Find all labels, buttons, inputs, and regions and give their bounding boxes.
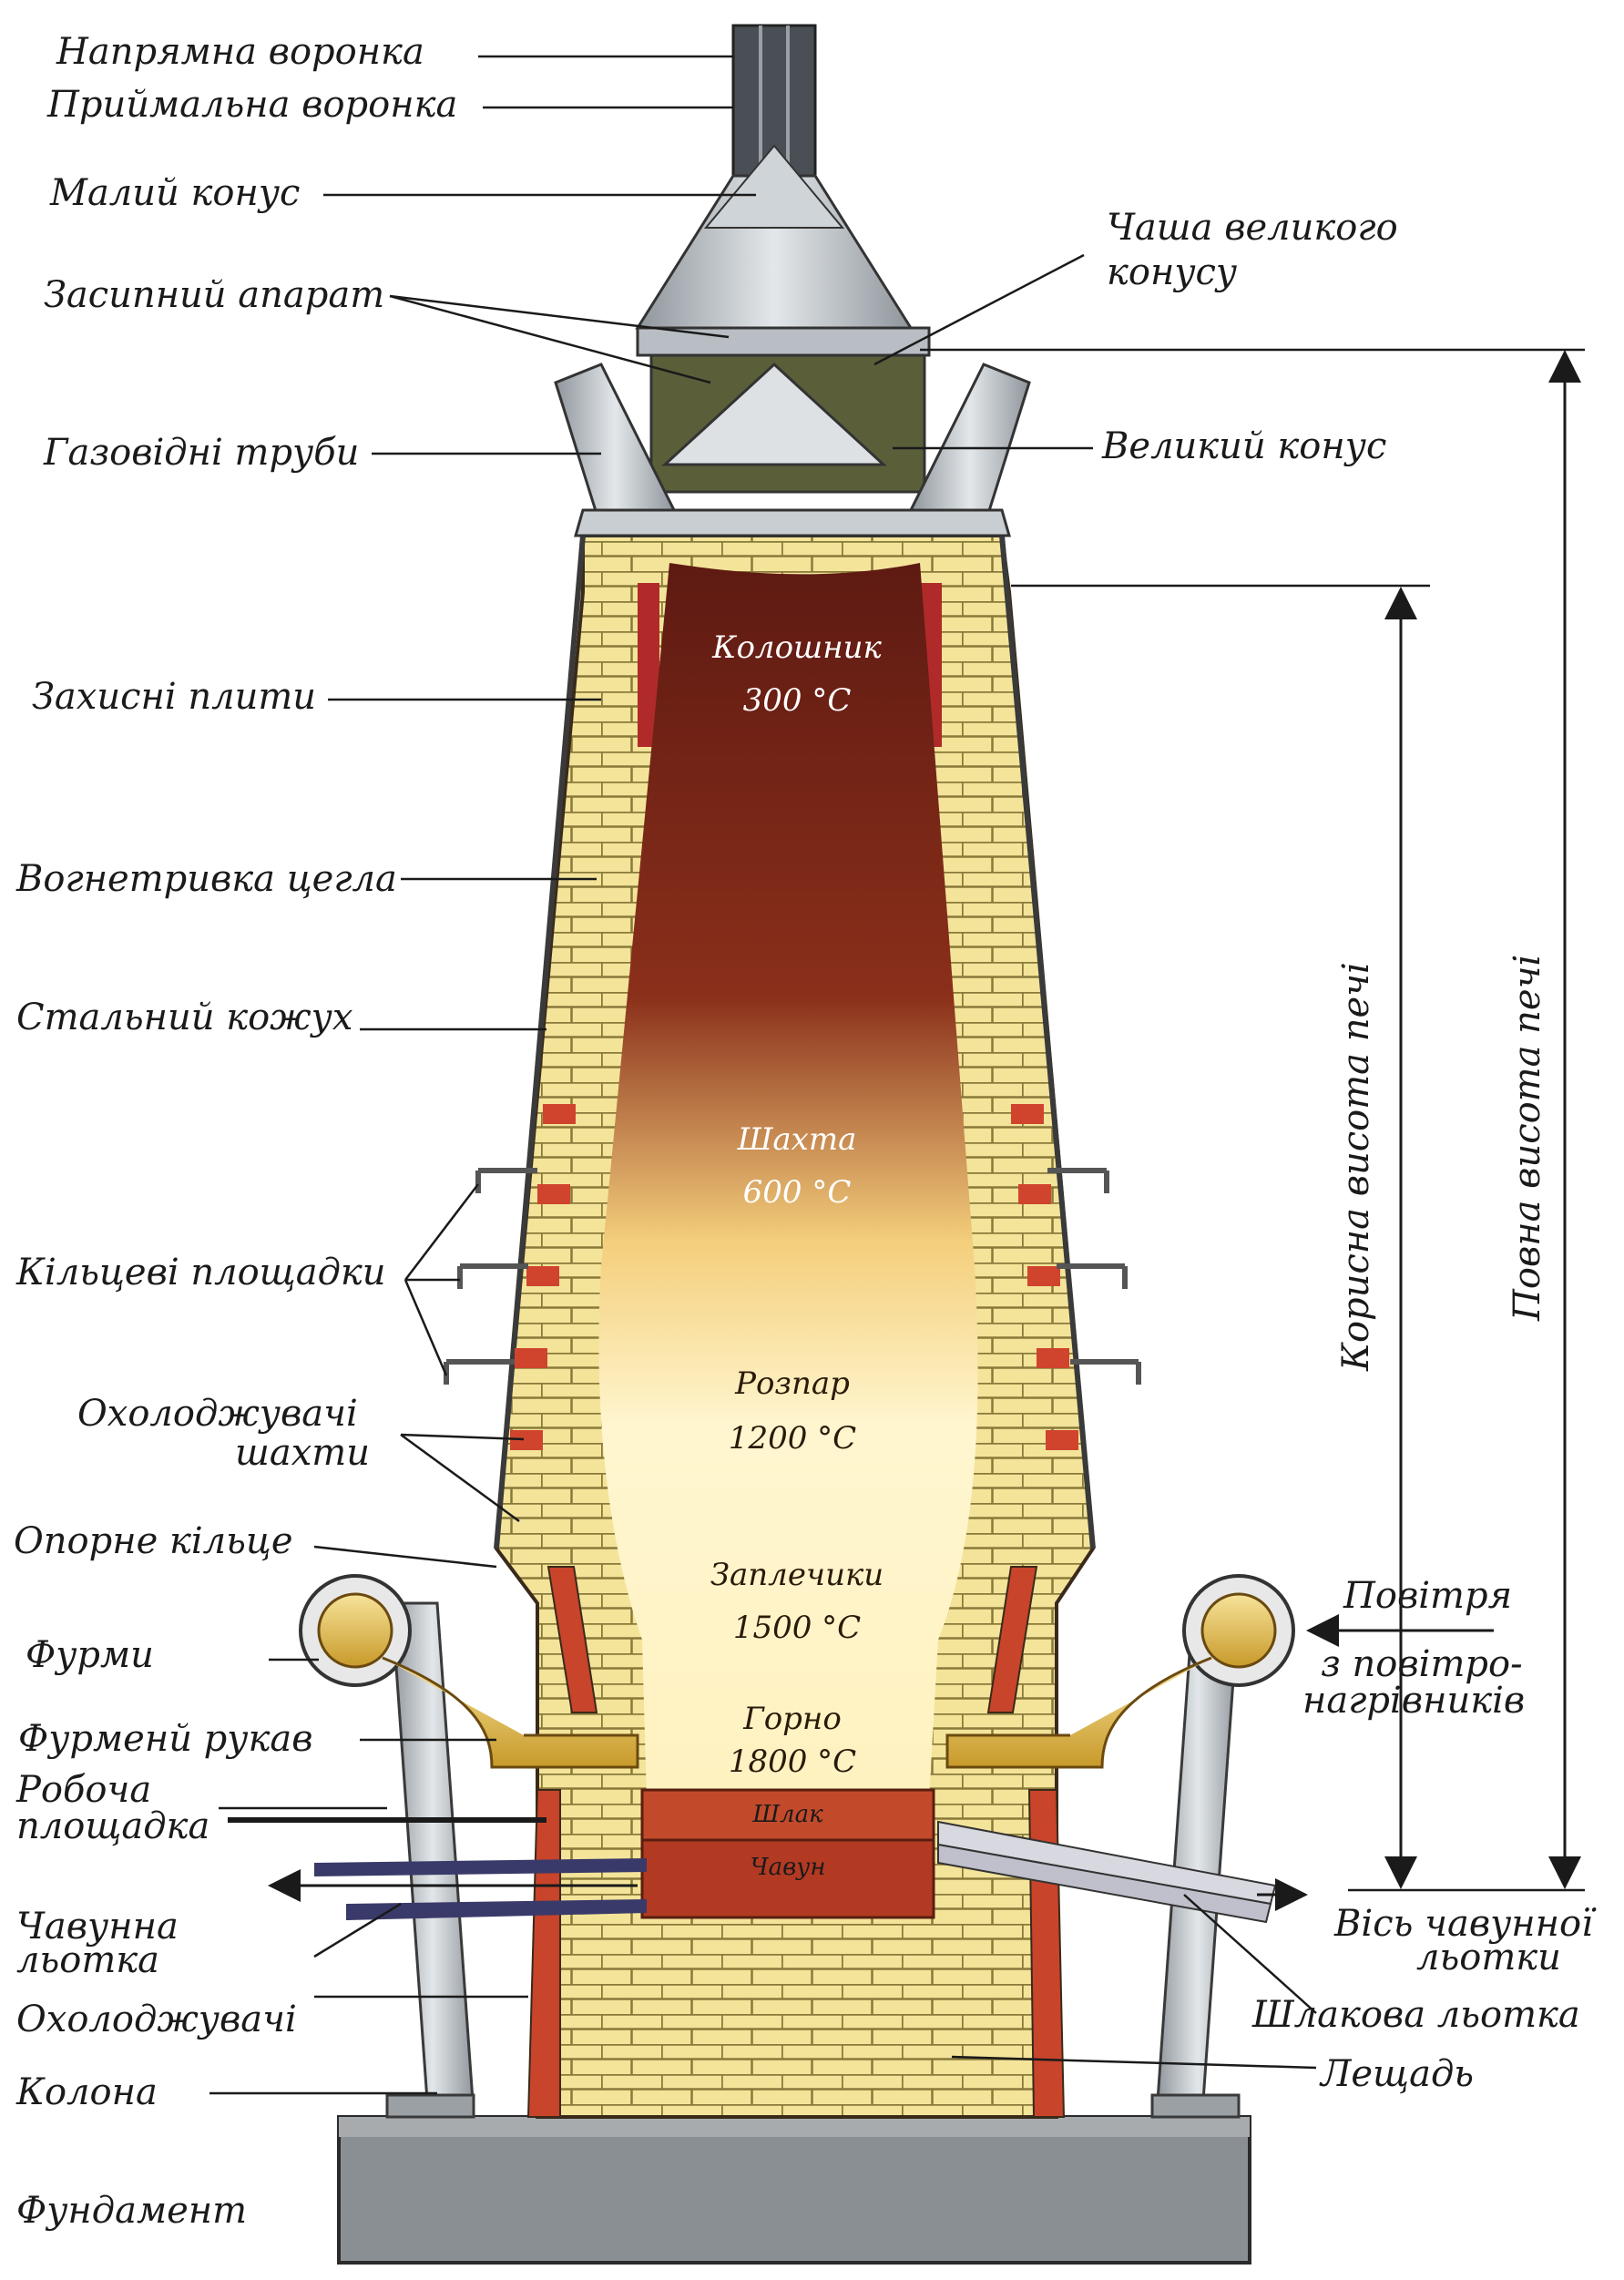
foundation bbox=[337, 2115, 1251, 2265]
tuyeres bbox=[299, 1574, 1295, 1769]
zone-throat-temp: 300 °C bbox=[743, 682, 852, 719]
zone-throat-name: Колошник bbox=[711, 629, 882, 666]
label-receiving-funnel: Приймальна воронка bbox=[46, 84, 457, 126]
zone-bosh-name: Розпар bbox=[734, 1365, 850, 1402]
label-air: Повітря bbox=[1343, 1575, 1512, 1617]
label-slag-notch: Шлакова льотка bbox=[1251, 1994, 1580, 2036]
label-tuyeres: Фурми bbox=[26, 1634, 154, 1676]
label-tuyere-sleeve: Фурменй рукав bbox=[18, 1718, 313, 1760]
furnace-interior bbox=[598, 563, 978, 1799]
label-bell-cup-1: Чаша великого bbox=[1107, 207, 1398, 249]
label-shaft-coolers-2: шахти bbox=[235, 1432, 370, 1474]
layer-iron: Чавун bbox=[751, 1854, 826, 1881]
label-full-height: Повна висота печі bbox=[1507, 955, 1548, 1322]
label-iron-notch-axis-2: льотки bbox=[1416, 1937, 1561, 1978]
label-shaft-coolers-1: Охолоджувачі bbox=[77, 1393, 358, 1435]
zone-hearth-name: Горно bbox=[742, 1701, 842, 1737]
label-from-heaters-2: нагрівників bbox=[1302, 1680, 1525, 1722]
label-gas-pipes: Газовідні труби bbox=[43, 432, 359, 474]
label-charging-apparatus: Засипний апарат bbox=[44, 274, 384, 316]
label-column: Колона bbox=[15, 2071, 158, 2113]
label-coolers: Охолоджувачі bbox=[16, 1999, 297, 2040]
height-dimensions bbox=[920, 348, 1585, 1892]
label-steel-shell: Стальний кожух bbox=[16, 997, 352, 1038]
zone-shaft-temp: 600 °C bbox=[743, 1174, 852, 1211]
charging-apparatus bbox=[554, 24, 1031, 537]
label-bell-cup-2: конусу bbox=[1107, 251, 1238, 293]
steel-shell bbox=[494, 535, 1096, 1549]
label-iron-notch-1: Чавунна bbox=[16, 1906, 179, 1948]
shaft-coolers bbox=[510, 1104, 1078, 1450]
label-protective-plates: Захисні плити bbox=[32, 676, 316, 718]
label-useful-height: Корисна висота печі bbox=[1335, 962, 1377, 1372]
layer-slag: Шлак bbox=[751, 1801, 823, 1828]
label-hearth-bottom: Лещадь bbox=[1319, 2053, 1474, 2095]
leader-lines bbox=[209, 55, 1494, 2095]
label-large-cone: Великий конус bbox=[1101, 425, 1386, 467]
hearth-liquids bbox=[640, 1788, 935, 1919]
notch-pipes bbox=[314, 1820, 1277, 1924]
zone-bosh-temp: 1200 °C bbox=[729, 1420, 856, 1457]
label-refractory-brick: Вогнетривка цегла bbox=[15, 858, 397, 900]
label-iron-notch-2: льотка bbox=[16, 1939, 159, 1981]
zone-belly-temp: 1500 °C bbox=[733, 1610, 861, 1646]
label-guide-funnel: Напрямна воронка bbox=[56, 31, 424, 73]
label-work-platform-2: площадка bbox=[16, 1805, 209, 1847]
label-support-ring: Опорне кільце bbox=[14, 1520, 292, 1562]
label-small-cone: Малий конус bbox=[49, 172, 300, 214]
zone-shaft-name: Шахта bbox=[737, 1121, 857, 1158]
zone-belly-name: Заплечики bbox=[710, 1557, 883, 1593]
columns bbox=[385, 1601, 1241, 2119]
label-work-platform-1: Робоча bbox=[15, 1769, 151, 1811]
label-foundation: Фундамент bbox=[16, 2190, 247, 2232]
label-ring-platforms: Кільцеві площадки bbox=[15, 1252, 386, 1293]
label-iron-notch-axis-1: Вісь чавунної bbox=[1333, 1903, 1597, 1945]
zone-hearth-temp: 1800 °C bbox=[729, 1743, 856, 1780]
label-from-heaters-1: з повітро- bbox=[1321, 1643, 1523, 1685]
